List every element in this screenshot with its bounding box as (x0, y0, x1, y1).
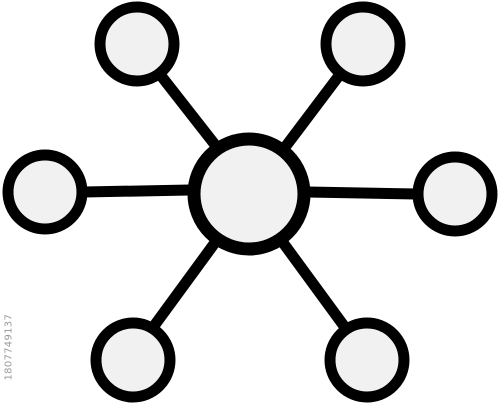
node-top-right (320, 1, 406, 87)
connector-lines (78, 71, 422, 332)
connector-bottom-left (148, 238, 220, 332)
connector-bottom-right (278, 238, 350, 332)
center-hub-node (187, 132, 311, 256)
node-bottom-right (324, 317, 410, 403)
connector-top-right (280, 71, 344, 152)
outer-nodes (2, 1, 498, 403)
watermark-id-text: 1807749137 (3, 313, 15, 381)
connector-right (302, 186, 422, 200)
node-bottom-left (90, 317, 176, 403)
node-left (2, 149, 88, 235)
node-top-left (94, 1, 180, 87)
node-right (412, 151, 498, 237)
connector-top-left (156, 71, 222, 152)
connector-left (78, 184, 196, 198)
